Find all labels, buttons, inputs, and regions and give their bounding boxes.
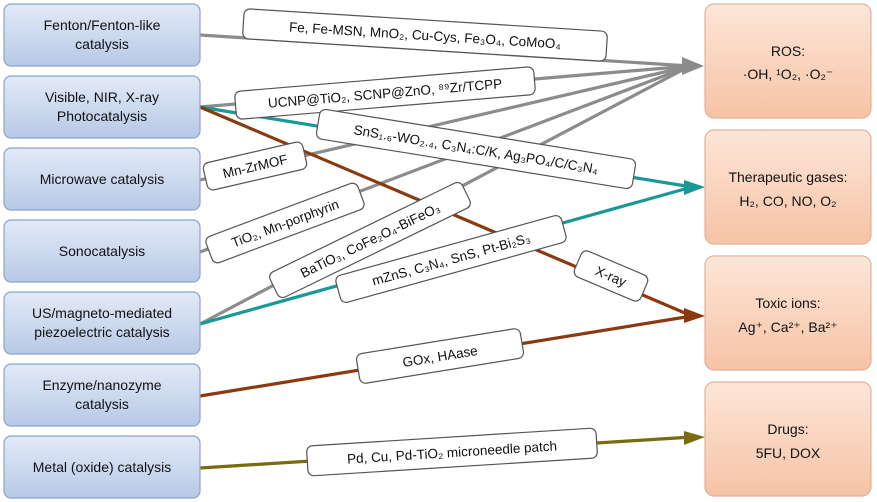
- arrowhead-drugs: [684, 431, 705, 445]
- arrowhead-ions: [684, 308, 705, 323]
- label-enzyme-ions: GOx, HAase: [355, 328, 525, 384]
- target-ions: Toxic ions: Ag⁺, Ca²⁺, Ba²⁺: [704, 255, 872, 371]
- target-ros-detail: ·OH, ¹O₂, ·O₂⁻: [743, 66, 834, 82]
- target-drugs-detail: 5FU, DOX: [756, 445, 821, 461]
- label-photo-ions: X-ray: [573, 250, 649, 302]
- source-sonocatalysis: Sonocatalysis: [3, 219, 201, 283]
- label-metal-drugs: Pd, Cu, Pd-TiO₂ microneedle patch: [306, 427, 598, 477]
- source-fenton: Fenton/Fenton-like catalysis: [3, 3, 201, 67]
- arrowheads: [682, 57, 705, 445]
- source-microwave: Microwave catalysis: [3, 147, 201, 211]
- arrowhead-ros: [682, 57, 704, 75]
- target-gases-detail: H₂, CO, NO, O₂: [739, 193, 836, 209]
- target-drugs: Drugs: 5FU, DOX: [704, 381, 872, 497]
- source-piezo-line2: piezoelectric catalysis: [34, 324, 169, 340]
- label-microwave-ros: Mn-ZrMOF: [202, 141, 308, 191]
- source-photocatalysis-line2: Photocatalysis: [57, 108, 147, 124]
- source-photocatalysis-line1: Visible, NIR, X-ray: [45, 89, 159, 105]
- target-ros-title: ROS:: [771, 43, 805, 59]
- source-enzyme-line1: Enzyme/nanozyme: [42, 377, 161, 393]
- target-ros: ROS: ·OH, ¹O₂, ·O₂⁻: [704, 3, 872, 119]
- source-sonocatalysis-line1: Sonocatalysis: [59, 243, 145, 259]
- source-metal: Metal (oxide) catalysis: [3, 435, 201, 499]
- target-ions-title: Toxic ions:: [755, 295, 820, 311]
- arrowhead-gases: [684, 180, 705, 195]
- source-microwave-line1: Microwave catalysis: [40, 171, 164, 187]
- target-ions-detail: Ag⁺, Ca²⁺, Ba²⁺: [738, 319, 837, 335]
- target-gases-title: Therapeutic gases:: [728, 169, 847, 185]
- target-gases: Therapeutic gases: H₂, CO, NO, O₂: [704, 129, 872, 245]
- label-fenton-ros: Fe, Fe-MSN, MnO₂, Cu-Cys, Fe₃O₄, CoMoO₄: [242, 8, 608, 62]
- source-photocatalysis: Visible, NIR, X-ray Photocatalysis: [3, 75, 201, 139]
- source-fenton-line1: Fenton/Fenton-like: [44, 17, 161, 33]
- source-fenton-line2: catalysis: [75, 36, 129, 52]
- target-drugs-title: Drugs:: [767, 421, 808, 437]
- source-piezo-line1: US/magneto-mediated: [32, 305, 172, 321]
- source-enzyme: Enzyme/nanozyme catalysis: [3, 363, 201, 427]
- source-enzyme-line2: catalysis: [75, 396, 129, 412]
- source-piezo: US/magneto-mediated piezoelectric cataly…: [3, 291, 201, 355]
- source-metal-line1: Metal (oxide) catalysis: [33, 459, 172, 475]
